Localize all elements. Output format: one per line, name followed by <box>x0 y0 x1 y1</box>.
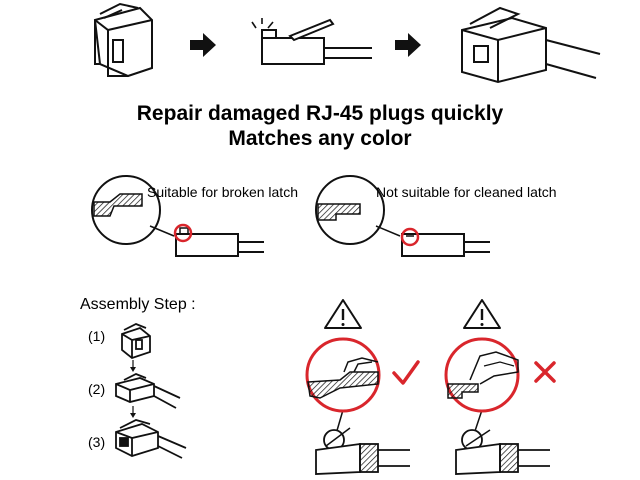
suitable-label: Suitable for broken latch <box>147 184 298 200</box>
warning-triangle-icon <box>463 299 501 329</box>
assembly-step-3-assembled <box>115 419 187 459</box>
assembly-step-3-label: (3) <box>88 434 106 450</box>
repaired-plug-illustration <box>461 6 601 84</box>
headline-line-1: Repair damaged RJ-45 plugs quickly <box>136 102 504 125</box>
assembly-step-1-clip <box>121 323 151 360</box>
step-arrow-down-icon <box>130 406 136 418</box>
headline-line-2: Matches any color <box>228 127 412 150</box>
broken-plug-illustration <box>251 18 372 65</box>
assembly-title: Assembly Step : <box>80 296 196 313</box>
assembly-step-1-label: (1) <box>88 328 106 344</box>
check-mark-icon <box>392 360 420 385</box>
correct-fit-detail <box>305 337 381 435</box>
cross-mark-icon <box>534 361 556 383</box>
not-suitable-label: Not suitable for cleaned latch <box>376 184 557 200</box>
step-arrow-down-icon <box>130 360 136 372</box>
correct-plug-side-view <box>315 427 410 475</box>
warning-triangle-icon <box>324 299 362 329</box>
arrow-right-icon <box>395 33 421 57</box>
assembly-step-2-label: (2) <box>88 381 106 397</box>
suitable-broken-latch-diagram <box>91 175 264 257</box>
not-suitable-cleaned-latch-diagram <box>315 175 490 257</box>
arrow-right-icon <box>190 33 216 57</box>
incorrect-fit-detail <box>444 337 520 435</box>
incorrect-plug-side-view <box>455 429 550 475</box>
clip-illustration-top <box>93 2 153 78</box>
assembly-step-2-plug <box>115 373 181 409</box>
